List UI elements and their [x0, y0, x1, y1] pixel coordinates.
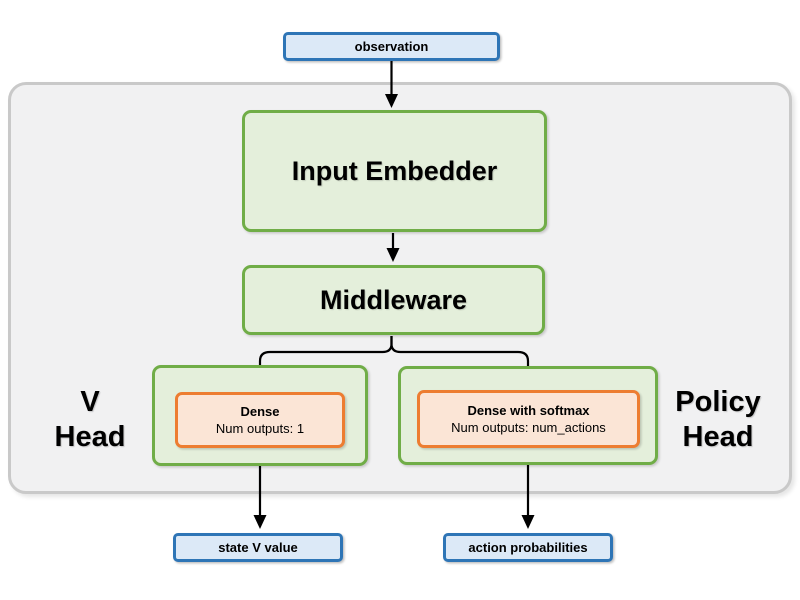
- action-probabilities-node: action probabilities: [443, 533, 613, 562]
- policy-head-label: Policy Head: [658, 385, 778, 455]
- middleware-label: Middleware: [319, 284, 468, 315]
- dense-softmax-node: Dense with softmax Num outputs: num_acti…: [417, 390, 640, 448]
- middleware-node: Middleware: [242, 265, 545, 335]
- v-head-label-line1: V: [80, 386, 100, 418]
- dense-title: Dense: [240, 404, 280, 419]
- dense-subtitle: Num outputs: 1: [215, 421, 305, 436]
- v-head-label-line2: Head: [54, 421, 126, 453]
- dense-node: Dense Num outputs: 1: [175, 392, 345, 448]
- input-embedder-label: Input Embedder: [291, 155, 498, 186]
- action-probabilities-label: action probabilities: [468, 540, 588, 555]
- policy-head-label-line2: Head: [682, 421, 754, 453]
- state-v-value-node: state V value: [173, 533, 343, 562]
- observation-label: observation: [354, 39, 429, 54]
- dense-softmax-title: Dense with softmax: [467, 403, 590, 418]
- state-v-value-label: state V value: [218, 540, 298, 555]
- dense-softmax-subtitle: Num outputs: num_actions: [451, 420, 606, 435]
- policy-head-label-line1: Policy: [675, 386, 761, 418]
- input-embedder-node: Input Embedder: [242, 110, 547, 232]
- observation-node: observation: [283, 32, 500, 61]
- v-head-label: V Head: [30, 385, 150, 455]
